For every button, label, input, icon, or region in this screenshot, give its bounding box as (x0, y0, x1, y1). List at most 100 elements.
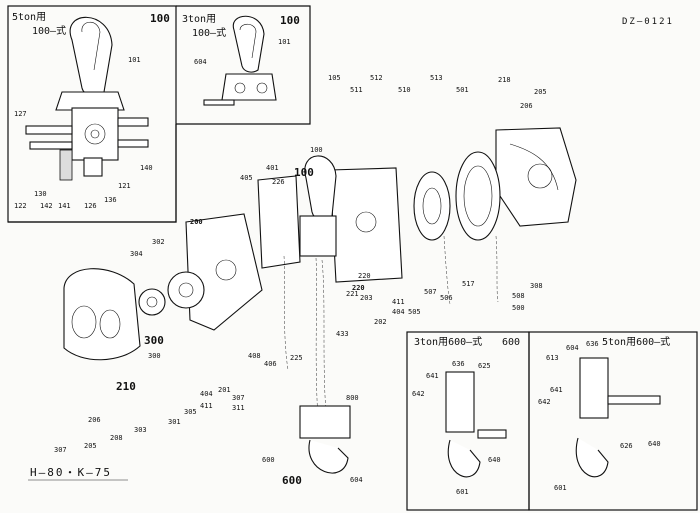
part-ref: 206 (88, 416, 101, 424)
body-cover-218 (495, 127, 577, 227)
part-ref: 105 (328, 74, 341, 82)
part-ref: 601 (456, 488, 469, 496)
panel-5ton-subtitle: 100–式 (32, 24, 66, 37)
part-ref: 300 (148, 352, 161, 360)
part-ref: 205 (534, 88, 547, 96)
part-ref: 218 (498, 76, 511, 84)
part-ref: 642 (412, 390, 425, 398)
group-600: 600 (282, 474, 302, 487)
panel-3ton-title: 3ton用 (182, 14, 216, 25)
part-ref: 642 (538, 398, 551, 406)
part-ref: 411 (200, 402, 213, 410)
part-ref: 201 (218, 386, 231, 394)
part-ref: 304 (130, 250, 143, 258)
part-ref: 301 (168, 418, 181, 426)
part-ref: 302 (152, 238, 165, 246)
panel-divider (8, 124, 177, 223)
body-plate-105 (329, 167, 403, 283)
gear-304 (138, 288, 166, 316)
panel-3ton-top-frame (176, 5, 311, 125)
model-label: H–80・K–75 (30, 466, 112, 479)
panel-3ton-number: 100 (280, 14, 300, 27)
panel-5ton-bottom-frame (528, 331, 698, 511)
part-ref: 604 (350, 476, 363, 484)
part-ref: 404 (200, 390, 213, 398)
part-ref: 305 (184, 408, 197, 416)
panel-5ton-number: 100 (150, 12, 170, 25)
part-ref: 221 (346, 290, 359, 298)
part-ref: 604 (194, 58, 207, 66)
part-ref: 406 (264, 360, 277, 368)
part-ref: 121 (118, 182, 131, 190)
side-plate-401 (257, 175, 301, 269)
hook-101-5ton (25, 16, 149, 181)
part-ref: 100 (310, 146, 323, 154)
gear-513 (413, 171, 451, 241)
part-ref: 202 (374, 318, 387, 326)
part-ref: 513 (430, 74, 443, 82)
part-ref: 511 (350, 86, 363, 94)
part-ref: 636 (452, 360, 465, 368)
part-ref: 626 (620, 442, 633, 450)
hook-100-main (299, 155, 337, 257)
part-ref: 136 (104, 196, 117, 204)
part-ref: 140 (140, 164, 153, 172)
hook-600-5ton (575, 357, 661, 478)
part-ref: 641 (426, 372, 439, 380)
part-ref: 601 (554, 484, 567, 492)
part-ref: 411 (392, 298, 405, 306)
part-ref: 800 (346, 394, 359, 402)
part-ref: 401 (266, 164, 279, 172)
part-ref: 122 (14, 202, 27, 210)
part-ref: 501 (456, 86, 469, 94)
panel-3ton-bottom-number: 600 (502, 337, 520, 348)
part-ref: 101 (128, 56, 141, 64)
panel-3ton-subtitle: 100–式 (192, 26, 226, 39)
hook-600-3ton (445, 371, 507, 478)
group-300: 300 (144, 334, 164, 347)
part-ref: 142 (40, 202, 53, 210)
gear-cover-303 (63, 268, 141, 361)
part-ref: 640 (488, 456, 501, 464)
part-ref: 303 (134, 426, 147, 434)
part-ref: 505 (408, 308, 421, 316)
part-ref: 127 (14, 110, 27, 118)
group-220: 220 (352, 284, 365, 292)
part-ref: 220 (358, 272, 371, 280)
group-100: 100 (294, 166, 314, 179)
part-ref: 408 (248, 352, 261, 360)
part-ref: 512 (370, 74, 383, 82)
part-ref: 506 (440, 294, 453, 302)
part-ref: 507 (424, 288, 437, 296)
part-ref: 641 (550, 386, 563, 394)
part-ref: 206 (520, 102, 533, 110)
part-ref: 405 (240, 174, 253, 182)
part-ref: 613 (546, 354, 559, 362)
part-ref: 604 (566, 344, 579, 352)
chain-wheel-501 (455, 151, 501, 241)
part-ref: 307 (232, 394, 245, 402)
part-ref: 225 (290, 354, 303, 362)
hook-101-3ton (203, 15, 277, 106)
part-ref: 101 (278, 38, 291, 46)
part-ref: 510 (398, 86, 411, 94)
group-210: 210 (116, 380, 136, 393)
panel-5ton-bottom-title: 5ton用600–式 (602, 335, 670, 348)
panel-5ton-title: 5ton用 (12, 12, 46, 23)
part-ref: 600 (262, 456, 275, 464)
part-ref: 205 (84, 442, 97, 450)
part-ref: 226 (272, 178, 285, 186)
part-ref: 141 (58, 202, 71, 210)
gear-302 (167, 271, 205, 309)
part-ref: 203 (360, 294, 373, 302)
part-ref: 126 (84, 202, 97, 210)
part-ref: 404 (392, 308, 405, 316)
part-ref: 636 (586, 340, 599, 348)
load-chain (283, 255, 327, 421)
part-ref: 307 (54, 446, 67, 454)
part-ref: 517 (462, 280, 475, 288)
part-ref: 311 (232, 404, 245, 412)
part-ref: 130 (34, 190, 47, 198)
